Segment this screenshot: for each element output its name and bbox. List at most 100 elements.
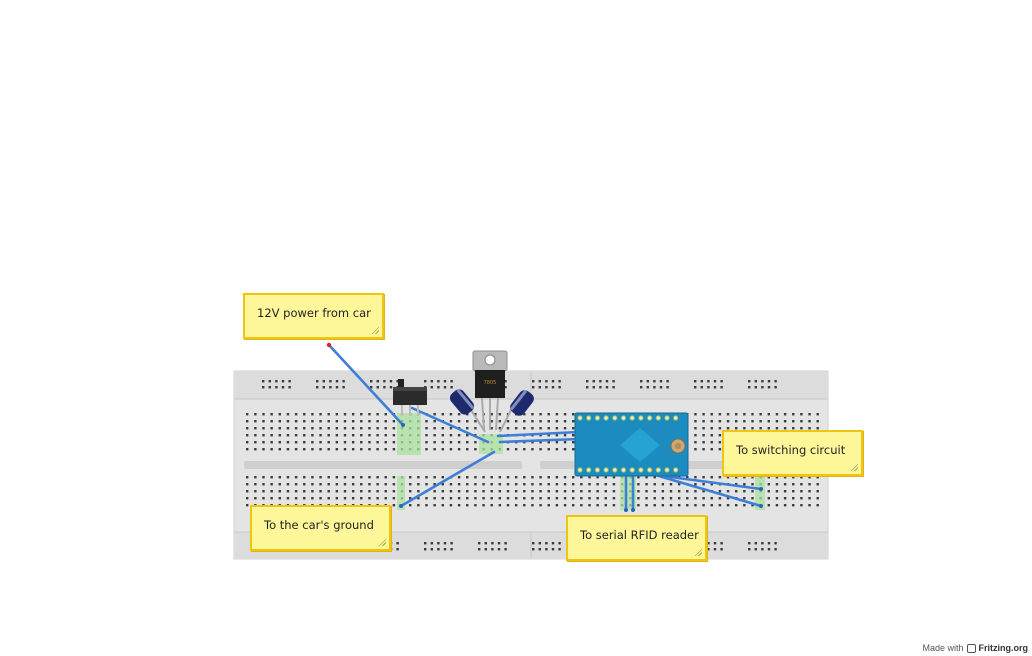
breadboard-hole [555,476,559,479]
breadboard-hole [555,420,559,423]
breadboard-hole [694,413,697,416]
breadboard-hole [360,427,363,430]
breadboard-hole [498,483,502,486]
breadboard-hole [335,490,339,493]
breadboard-hole [384,497,387,500]
wire-vcc-2 [498,437,581,444]
breadboard-hole [360,448,363,451]
breadboard-hole [303,490,306,493]
breadboard-hole [718,476,722,479]
breadboard-hole [816,497,819,500]
resize-grip-icon[interactable] [371,326,379,334]
note-power[interactable]: 12V power from car [243,293,384,339]
breadboard-hole [417,497,420,500]
breadboard-hole [311,483,314,486]
breadboard-hole [702,448,705,451]
note-ground[interactable]: To the car's ground [250,505,391,551]
breadboard-hole [547,413,550,416]
breadboard-hole [474,483,477,486]
breadboard-hole [254,420,257,423]
breadboard-hole [474,420,477,423]
breadboard-hole [268,380,271,383]
breadboard-hole [563,497,567,500]
breadboard-hole [281,386,285,389]
resize-grip-icon[interactable] [694,548,702,556]
breadboard-hole [694,448,697,451]
breadboard-hole [392,497,396,500]
wire-switch-to-regulator [410,406,490,444]
board-pin [629,415,635,421]
breadboard-hole [433,476,436,479]
breadboard-hole [774,380,777,383]
breadboard-hole [514,497,518,500]
breadboard-hole [491,542,494,545]
breadboard-hole [286,434,290,437]
breadboard-hole [743,504,746,507]
breadboard-hole [498,490,502,493]
breadboard-hole [392,441,396,444]
breadboard-hole [792,504,795,507]
board-pin [664,415,670,421]
note-rfid[interactable]: To serial RFID reader [566,515,707,561]
breadboard-hole [653,476,656,479]
credit-brand[interactable]: Fritzing.org [978,643,1029,653]
breadboard-hole [545,548,548,551]
breadboard-hole [761,542,764,545]
breadboard-hole [816,504,819,507]
breadboard-hole [713,386,717,389]
breadboard-hole [329,380,332,383]
breadboard-hole [735,504,738,507]
note-switching[interactable]: To switching circuit [722,430,863,476]
breadboard-hole [466,448,469,451]
breadboard-hole [612,380,615,383]
breadboard-hole [449,483,453,486]
breadboard-hole [433,413,436,416]
breadboard-hole [551,380,555,383]
breadboard-hole [294,441,298,444]
breadboard-hole [246,441,249,444]
breadboard-hole [523,476,526,479]
breadboard-hole [761,548,764,551]
breadboard-hole [457,476,461,479]
breadboard-hole [262,434,265,437]
breadboard-hole [262,413,265,416]
breadboard-hole [555,413,559,416]
breadboard-hole [368,441,371,444]
breadboard-hole [262,497,265,500]
breadboard-hole [254,483,257,486]
breadboard-hole [490,420,493,423]
breadboard-hole [504,386,507,389]
resize-grip-icon[interactable] [850,463,858,471]
breadboard-hole [303,427,306,430]
breadboard-hole [718,490,722,493]
breadboard-hole [547,497,550,500]
breadboard-hole [433,427,436,430]
breadboard-hole [351,497,355,500]
breadboard-hole [572,490,575,493]
breadboard-hole [637,504,640,507]
breadboard-hole [604,483,607,486]
breadboard-hole [425,504,428,507]
breadboard-hole [351,427,355,430]
breadboard-hole [497,548,501,551]
breadboard-hole [376,490,379,493]
breadboard-hole [547,483,550,486]
breadboard-hole [743,476,746,479]
breadboard-hole [743,427,746,430]
wire-12v-input [327,343,405,427]
breadboard-hole [482,497,485,500]
breadboard-hole [368,434,371,437]
breadboard-hole [441,490,444,493]
breadboard-hole [392,476,396,479]
resize-grip-icon[interactable] [378,538,386,546]
breadboard-hole [294,448,298,451]
breadboard-hole [792,483,795,486]
breadboard-hole [767,490,770,493]
breadboard-hole [449,448,453,451]
breadboard-hole [484,542,487,545]
breadboard-hole [490,476,493,479]
breadboard-hole [531,497,534,500]
breadboard-hole [430,548,433,551]
board-pin [620,415,627,421]
breadboard-hole [694,427,697,430]
